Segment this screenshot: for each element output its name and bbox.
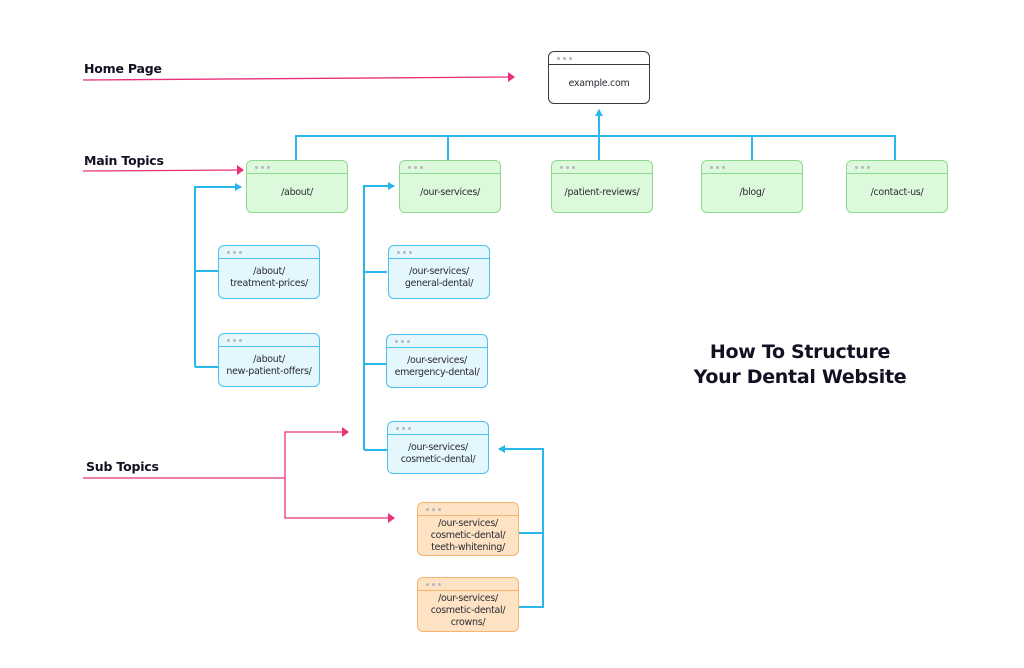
sub-topic-emergency-dental[interactable]: /our-services/ emergency-dental/	[386, 334, 488, 388]
window-bar	[389, 246, 489, 259]
window-bar	[388, 422, 488, 435]
node-label: example.com	[568, 78, 630, 89]
sub-topics-label: Sub Topics	[86, 459, 159, 474]
node-label: /about/	[281, 187, 313, 198]
window-bar	[400, 161, 500, 174]
sub-topic-general-dental[interactable]: /our-services/ general-dental/	[388, 245, 490, 299]
diagram-title: How To Structure Your Dental Website	[650, 340, 950, 390]
services-children-arrow	[363, 182, 395, 450]
home-page-label: Home Page	[84, 61, 162, 76]
node-label: /about/ new-patient-offers/	[226, 354, 312, 377]
sub-sub-topic-crowns[interactable]: /our-services/ cosmetic-dental/ crowns/	[417, 577, 519, 632]
node-label: /patient-reviews/	[564, 187, 640, 198]
node-label: /our-services/ emergency-dental/	[394, 355, 480, 378]
window-bar	[549, 52, 649, 65]
title-line-2: Your Dental Website	[693, 366, 907, 388]
main-topic-blog[interactable]: /blog/	[701, 160, 803, 213]
sub-topic-cosmetic-dental[interactable]: /our-services/ cosmetic-dental/	[387, 421, 489, 474]
node-label: /our-services/ cosmetic-dental/ teeth-wh…	[430, 517, 506, 553]
sub-topics-pointer-arrow-lower	[284, 478, 395, 523]
window-bar	[702, 161, 802, 174]
sub-topics-pointer-arrow-upper	[284, 427, 349, 478]
window-bar	[847, 161, 947, 174]
node-label: /contact-us/	[870, 187, 924, 198]
main-topics-bus	[295, 135, 896, 161]
node-label: /our-services/	[420, 187, 480, 198]
main-topics-label: Main Topics	[84, 153, 164, 168]
node-label: /our-services/ cosmetic-dental/	[400, 442, 476, 465]
sub-topic-new-patient-offers[interactable]: /about/ new-patient-offers/	[218, 333, 320, 387]
title-line-1: How To Structure	[709, 341, 891, 363]
window-bar	[387, 335, 487, 348]
window-bar	[418, 578, 518, 591]
window-bar	[219, 334, 319, 347]
window-bar	[247, 161, 347, 174]
main-topic-our-services[interactable]: /our-services/	[399, 160, 501, 213]
node-label: /about/ treatment-prices/	[230, 266, 308, 289]
main-topic-patient-reviews[interactable]: /patient-reviews/	[551, 160, 653, 213]
main-topic-about[interactable]: /about/	[246, 160, 348, 213]
sub-topic-treatment-prices[interactable]: /about/ treatment-prices/	[218, 245, 320, 299]
sub-sub-topic-teeth-whitening[interactable]: /our-services/ cosmetic-dental/ teeth-wh…	[417, 502, 519, 556]
window-bar	[418, 503, 518, 516]
node-label: /our-services/ general-dental/	[404, 266, 474, 289]
main-topics-pointer-arrow	[82, 165, 244, 176]
window-bar	[219, 246, 319, 259]
window-bar	[552, 161, 652, 174]
home-page-node[interactable]: example.com	[548, 51, 650, 104]
node-label: /our-services/ cosmetic-dental/ crowns/	[430, 593, 506, 628]
home-page-pointer-arrow	[82, 72, 515, 83]
main-topic-contact-us[interactable]: /contact-us/	[846, 160, 948, 213]
node-label: /blog/	[739, 187, 765, 198]
